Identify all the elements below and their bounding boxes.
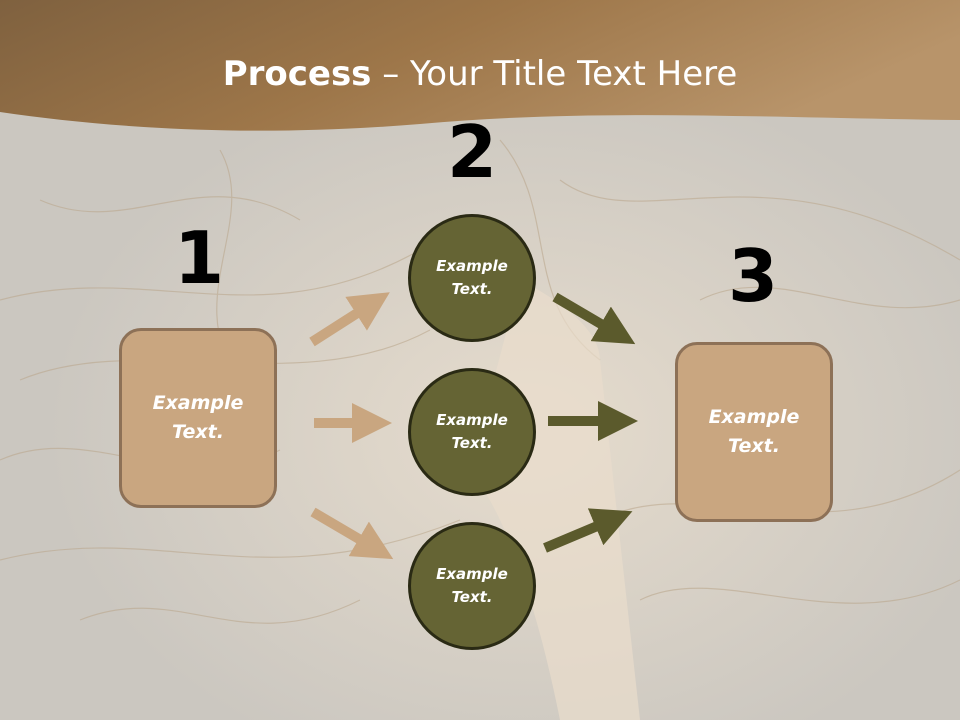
step-2-circle-2-text: Example Text. xyxy=(436,411,508,452)
step-3-number: 3 xyxy=(727,234,779,318)
step-2-circle-2: Example Text. xyxy=(408,368,536,496)
step-2-circle-1-text: Example Text. xyxy=(436,257,508,298)
step-2-circle-3: Example Text. xyxy=(408,522,536,650)
step-1-number: 1 xyxy=(173,216,225,300)
header-band xyxy=(0,0,960,131)
step-3-box: Example Text. xyxy=(675,342,833,522)
step-2-circle-1: Example Text. xyxy=(408,214,536,342)
title-rest: – Your Title Text Here xyxy=(371,54,738,94)
step-2-circle-3-text: Example Text. xyxy=(436,565,508,606)
step-3-text: Example Text. xyxy=(708,406,800,457)
step-2-number: 2 xyxy=(446,110,498,194)
step-1-text: Example Text. xyxy=(152,392,244,443)
title-bold: Process xyxy=(222,54,372,94)
slide-title: Process – Your Title Text Here xyxy=(0,52,960,96)
step-1-box: Example Text. xyxy=(119,328,277,508)
